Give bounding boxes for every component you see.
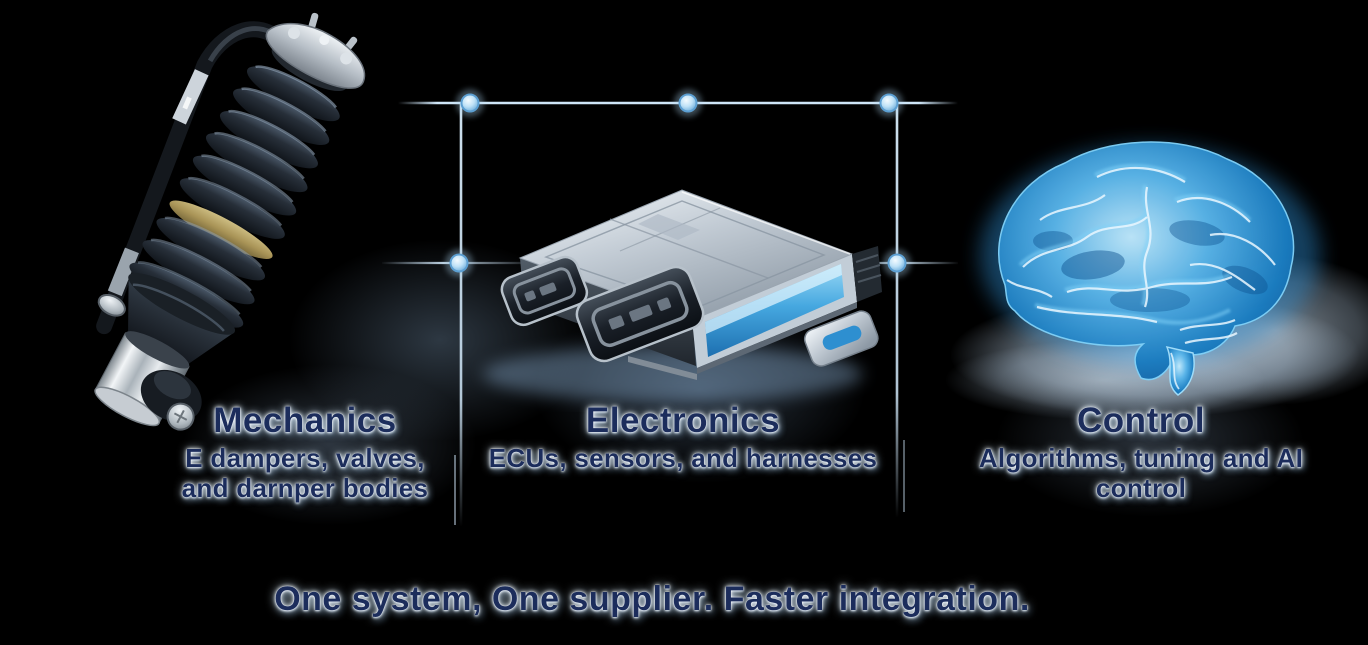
circuit-node-icon xyxy=(456,89,484,117)
section-title: Electronics xyxy=(585,401,781,440)
section-title: Mechanics xyxy=(213,401,397,440)
circuit-node-icon xyxy=(445,249,473,277)
section-subtitle-line: E dampers, valves, xyxy=(185,443,425,473)
section-subtitle-line: and darnper bodies xyxy=(181,473,429,503)
ecu-control-module-image xyxy=(483,189,882,402)
section-label-mechanics: Mechanics E dampers, valves, and darnper… xyxy=(105,399,505,503)
section-label-electronics: Electronics ECUs, sensors, and harnesses xyxy=(483,399,883,473)
tagline-text: One system, One supplier. Faster integra… xyxy=(274,580,1030,618)
section-subtitle-line: Algorithms, tuning and AI control xyxy=(978,443,1304,503)
section-title: Control xyxy=(1077,401,1205,440)
coilover-damper-image xyxy=(94,12,366,431)
section-label-control: Control Algorithms, tuning and AI contro… xyxy=(941,399,1341,503)
circuit-node-icon xyxy=(674,89,702,117)
ai-brain-image xyxy=(945,141,1368,420)
circuit-node-icon xyxy=(883,249,911,277)
section-subtitle-line: ECUs, sensors, and harnesses xyxy=(488,443,878,473)
circuit-node-icon xyxy=(875,89,903,117)
